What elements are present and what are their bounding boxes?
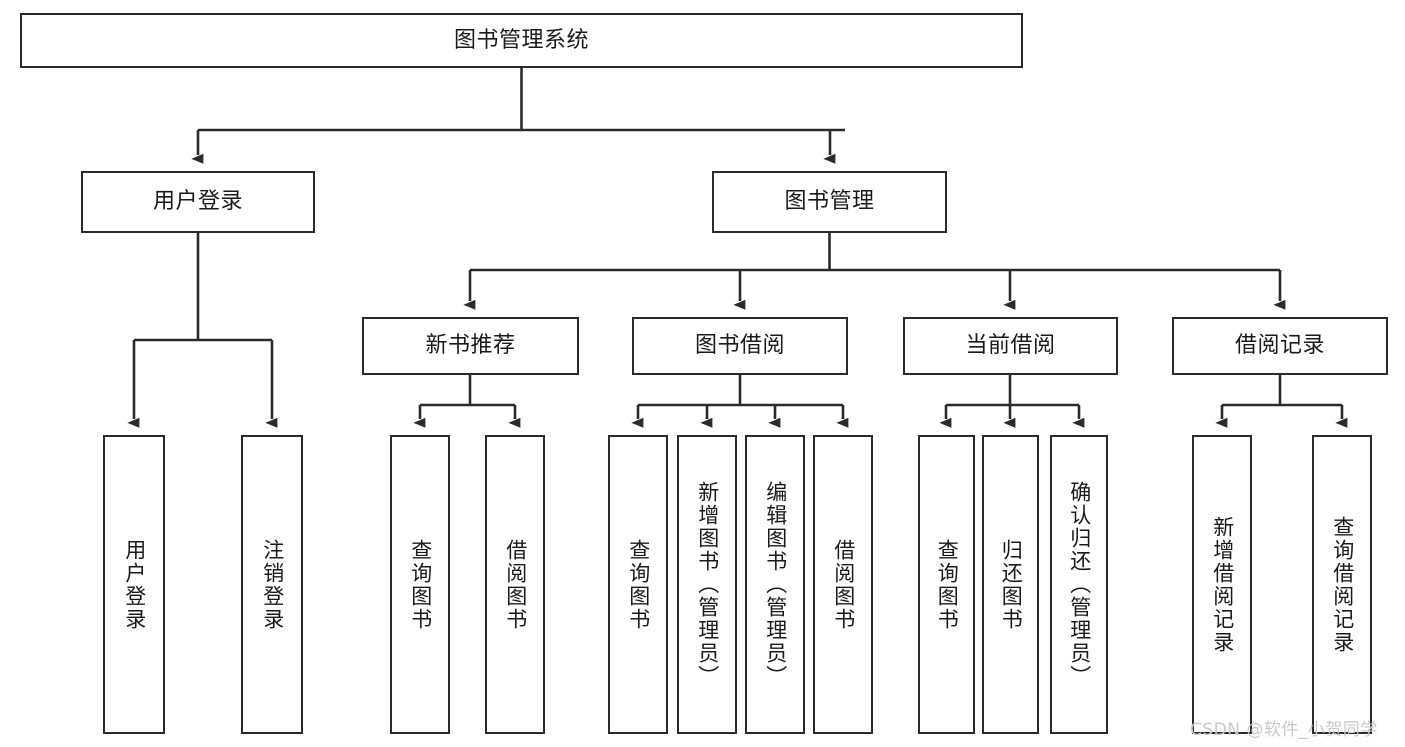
node-book-borrow[interactable]: 图书借阅 <box>632 317 848 375</box>
leaf-edit-book[interactable]: 编辑图书（管理员） <box>745 435 805 734</box>
node-user-login[interactable]: 用户登录 <box>81 171 315 233</box>
leaf-query-borrow-record-label: 查询借阅记录 <box>1330 515 1355 654</box>
node-user-login-label: 用户登录 <box>152 189 243 215</box>
node-current-borrow[interactable]: 当前借阅 <box>903 317 1118 375</box>
leaf-return-book-label: 归还图书 <box>999 538 1024 631</box>
leaf-borrow-book-label: 借阅图书 <box>831 538 856 631</box>
node-borrow-record-label: 借阅记录 <box>1234 333 1325 359</box>
node-root[interactable]: 图书管理系统 <box>20 13 1023 68</box>
leaf-add-borrow-record-label: 新增借阅记录 <box>1210 515 1235 654</box>
leaf-confirm-return-label: 确认归还（管理员） <box>1067 481 1092 688</box>
node-borrow-record[interactable]: 借阅记录 <box>1172 317 1388 375</box>
leaf-query-book-current[interactable]: 查询图书 <box>918 435 975 734</box>
leaf-query-book-recommend[interactable]: 查询图书 <box>390 435 450 734</box>
leaf-add-book-label: 新增图书（管理员） <box>695 481 720 688</box>
csdn-watermark: CSDN @软件_小贺同学 <box>1190 720 1378 740</box>
leaf-logout-label: 注销登录 <box>260 538 285 631</box>
leaf-add-book[interactable]: 新增图书（管理员） <box>677 435 737 734</box>
leaf-query-borrow-record[interactable]: 查询借阅记录 <box>1312 435 1372 734</box>
node-new-book-recommend-label: 新书推荐 <box>425 333 516 359</box>
leaf-user-login[interactable]: 用户登录 <box>103 435 165 734</box>
node-new-book-recommend[interactable]: 新书推荐 <box>362 317 579 375</box>
leaf-query-book-borrow[interactable]: 查询图书 <box>608 435 668 734</box>
leaf-confirm-return[interactable]: 确认归还（管理员） <box>1050 435 1108 734</box>
leaf-query-book-recommend-label: 查询图书 <box>408 538 433 631</box>
leaf-borrow-book-recommend-label: 借阅图书 <box>503 538 528 631</box>
leaf-user-login-label: 用户登录 <box>122 538 147 631</box>
node-book-management[interactable]: 图书管理 <box>712 171 947 233</box>
leaf-borrow-book[interactable]: 借阅图书 <box>813 435 873 734</box>
leaf-query-book-borrow-label: 查询图书 <box>626 538 651 631</box>
node-book-management-label: 图书管理 <box>784 189 875 215</box>
leaf-add-borrow-record[interactable]: 新增借阅记录 <box>1192 435 1252 734</box>
node-book-borrow-label: 图书借阅 <box>694 333 785 359</box>
leaf-edit-book-label: 编辑图书（管理员） <box>763 481 788 688</box>
node-current-borrow-label: 当前借阅 <box>965 333 1056 359</box>
leaf-return-book[interactable]: 归还图书 <box>982 435 1039 734</box>
leaf-query-book-current-label: 查询图书 <box>935 538 960 631</box>
node-root-label: 图书管理系统 <box>453 27 589 53</box>
leaf-borrow-book-recommend[interactable]: 借阅图书 <box>485 435 545 734</box>
leaf-logout[interactable]: 注销登录 <box>241 435 303 734</box>
